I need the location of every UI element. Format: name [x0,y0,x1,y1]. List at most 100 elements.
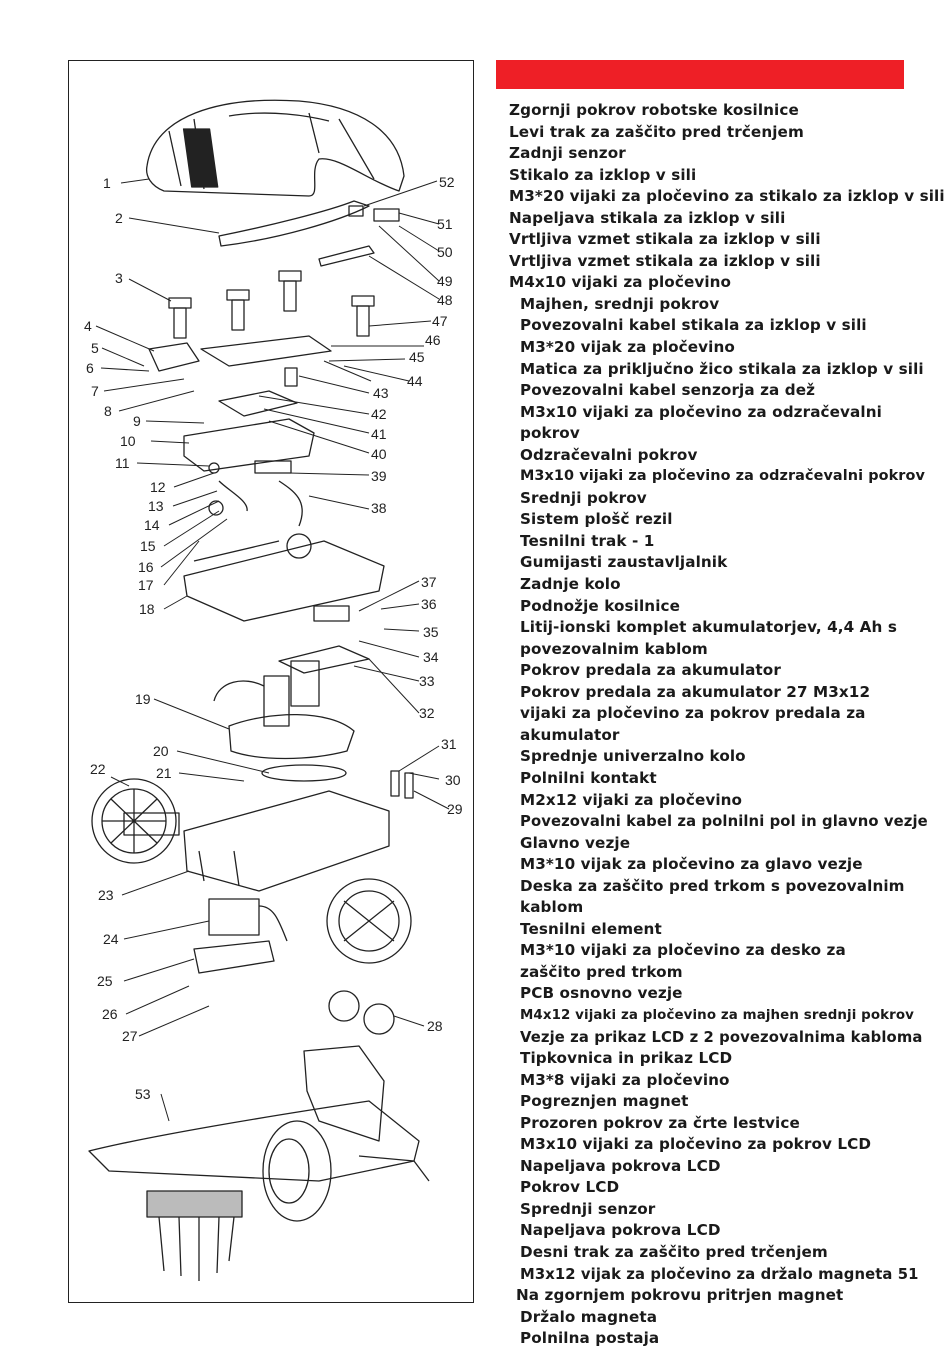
emergency-switches-drawing [168,270,375,339]
part-24: Litij-ionski komplet akumulatorjev, 4,4 … [520,618,897,658]
callout-17: 17 [138,577,154,593]
callout-11: 11 [115,455,130,471]
exploded-view-drawing: 1 2 3 4 5 6 7 8 9 10 11 12 13 14 15 16 1… [84,99,463,1281]
callout-2: 2 [115,210,123,226]
callout-6: 6 [86,360,94,376]
part-35: M3*10 vijaki za pločevino za desko za za… [520,941,846,981]
part-5: M3*20 vijaki za pločevino za stikalo za … [509,187,945,206]
part-41: Pogreznjen magnet [520,1092,689,1111]
callout-43: 43 [373,385,389,401]
callout-51: 51 [437,216,453,232]
part-25: Pokrov predala za akumulator [520,661,781,680]
part-17: M3x10 vijaki za pločevino za odzračevaln… [520,468,925,485]
part-36: PCB osnovno vezje [520,984,683,1003]
part-8: Vrtljiva vzmet stikala za izklop v sili [509,251,821,270]
callout-16: 16 [138,559,154,575]
callout-10: 10 [120,433,136,449]
part-43: M3x10 vijaki za pločevino za pokrov LCD [520,1135,872,1154]
callout-30: 30 [445,772,461,788]
callout-29: 29 [447,801,463,817]
part-52: Polnilna postaja [520,1329,660,1348]
part-33: Deska za zaščito pred trkom s povezovaln… [520,876,905,917]
part-19: Sistem plošč rezil [520,510,673,529]
callout-40: 40 [371,446,387,462]
part-20: Tesnilni trak - 1 [520,531,655,550]
part-40: M3*8 vijaki za pločevino [520,1070,730,1089]
part-3: Zadnji senzor [509,144,626,163]
part-23: Podnožje kosilnice [520,596,681,615]
callout-41: 41 [371,426,387,442]
callout-49: 49 [437,273,453,289]
part-45: Pokrov LCD [520,1178,620,1197]
part-34: Tesnilni element [520,919,662,938]
part-12: M3*20 vijak za pločevino [520,338,735,357]
callout-21: 21 [156,765,172,781]
part-9: M4x10 vijaki za pločevino [509,273,732,292]
part-50: Na zgornjem pokrovu pritrjen magnet [516,1286,844,1305]
part-1: Zgornji pokrov robotske kosilnice [509,101,799,119]
part-21: Gumijasti zaustavljalnik [520,553,728,572]
part-46: Sprednji senzor [520,1199,656,1218]
callout-8: 8 [104,403,112,419]
part-16: Odzračevalni pokrov [520,445,698,464]
part-7: Vrtljiva vzmet stikala za izklop v sili [509,230,821,249]
callout-1: 1 [103,175,111,191]
part-51: Držalo magneta [520,1307,658,1326]
part-15: M3x10 vijaki za pločevino za odzračevaln… [520,402,882,443]
part-49: M3x12 vijak za pločevino za držalo magne… [520,1265,919,1283]
callout-18: 18 [139,601,155,617]
callout-38: 38 [371,500,387,516]
callout-50: 50 [437,244,453,260]
callout-24: 24 [103,931,119,947]
part-29: M2x12 vijaki za pločevino [520,790,743,809]
callout-3: 3 [115,270,123,286]
part-2: Levi trak za zaščito pred trčenjem [509,122,804,141]
top-cover-drawing [145,99,405,197]
callout-37: 37 [421,574,437,590]
callout-52: 52 [439,174,455,190]
part-42: Prozoren pokrov za črte lestvice [520,1113,800,1132]
callout-46: 46 [425,332,441,348]
callout-31: 31 [441,736,457,752]
part-10: Majhen, srednji pokrov [520,294,720,313]
part-22: Zadnje kolo [520,575,621,594]
part-44: Napeljava pokrova LCD [520,1156,721,1175]
part-32: M3*10 vijak za pločevino za glavo vezje [520,855,863,874]
callout-36: 36 [421,596,437,612]
callout-34: 34 [423,649,439,665]
callout-25: 25 [97,973,113,989]
part-18: Srednji pokrov [520,488,647,507]
callout-47: 47 [432,313,448,329]
callout-35: 35 [423,624,439,640]
callout-19: 19 [135,691,151,707]
callout-23: 23 [98,887,114,903]
part-38: Vezje za prikaz LCD z 2 povezovalnima ka… [520,1028,923,1046]
part-13: Matica za priključno žico stikala za izk… [520,359,924,378]
part-6: Napeljava stikala za izklop v sili [509,208,786,227]
ground-pegs-drawing [146,1190,243,1281]
callout-27: 27 [122,1028,138,1044]
part-37: M4x12 vijaki za pločevino za majhen sred… [520,1007,914,1023]
callout-14: 14 [144,517,160,533]
callout-12: 12 [150,479,166,495]
callout-44: 44 [407,373,423,389]
callout-7: 7 [91,383,99,399]
part-14: Povezovalni kabel senzorja za dež [520,381,816,400]
callout-32: 32 [419,705,435,721]
part-47: Napeljava pokrova LCD [520,1221,721,1240]
part-27: Sprednje univerzalno kolo [520,747,746,766]
callout-39: 39 [371,468,387,484]
callout-48: 48 [437,292,453,308]
part-28: Polnilni kontakt [520,768,657,787]
exploded-diagram: 1 2 3 4 5 6 7 8 9 10 11 12 13 14 15 16 1… [68,60,474,1303]
part-11: Povezovalni kabel stikala za izklop v si… [520,316,867,335]
callout-53: 53 [135,1086,151,1102]
callout-42: 42 [371,406,387,422]
part-39: Tipkovnica in prikaz LCD [520,1049,733,1068]
part-48: Desni trak za zaščito pred trčenjem [520,1242,828,1261]
callout-15: 15 [140,538,156,554]
bumper-strip-drawing [218,200,370,247]
header-red-bar [496,60,904,89]
callout-5: 5 [91,340,99,356]
parts-list: Zgornji pokrov robotske kosilnice Levi t… [509,100,945,1350]
